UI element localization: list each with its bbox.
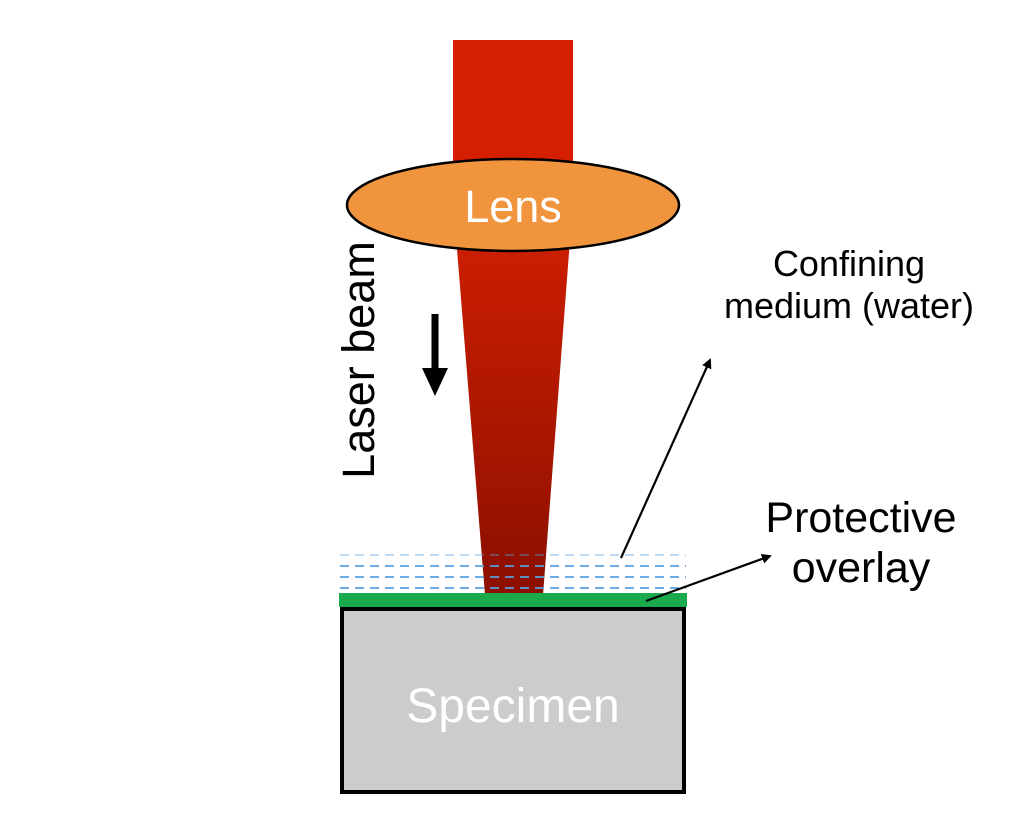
confining-medium-label-line1: Confining — [773, 243, 925, 284]
laser-beam-label: Laser beam — [333, 241, 384, 479]
confining-medium-water — [340, 554, 686, 589]
laser-beam-upper — [453, 40, 573, 180]
protective-overlay-pointer-arrow — [645, 554, 772, 603]
specimen-block — [340, 607, 686, 794]
lens-label: Lens — [464, 181, 562, 232]
lens-shape — [345, 157, 681, 253]
specimen-label: Specimen — [406, 680, 619, 733]
beam-direction-arrow-icon — [422, 314, 448, 396]
laser-beam-cone — [453, 200, 573, 595]
confining-medium-pointer-arrow — [619, 358, 712, 559]
protective-overlay-label-line1: Protective — [765, 494, 956, 542]
protective-overlay-layer — [339, 593, 687, 607]
confining-medium-label-line2: medium (water) — [724, 285, 974, 326]
protective-overlay-label-line2: overlay — [792, 544, 931, 592]
